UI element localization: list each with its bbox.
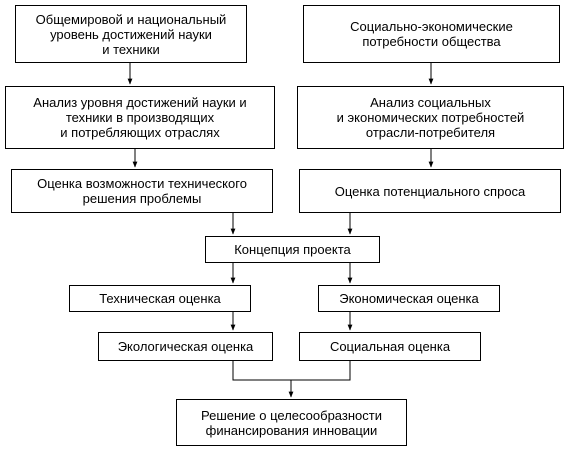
box-world-level-line-1: Общемировой и национальный [35,11,227,27]
box-tech-possibility-line-2: решения проблемы [82,191,202,206]
box-economic-line-1: Экономическая оценка [339,291,479,306]
box-social-needs-line-1: Социально-экономические [350,19,513,34]
box-world-level: Общемировой и национальный уровень дости… [15,5,247,63]
box-social: Социальная оценка [299,332,481,361]
box-analysis-science-line-3: и потребляющих отраслях [60,125,220,140]
box-tech-possibility-line-1: Оценка возможности технического [37,176,247,191]
box-social-line-1: Социальная оценка [329,339,451,354]
box-analysis-science: Анализ уровня достижений науки и техники… [5,86,275,149]
box-decision: Решение о целесообразности финансировани… [176,399,407,446]
box-decision-line-2: финансирования инновации [205,422,378,438]
box-analysis-social-line-3: отрасли-потребителя [365,125,496,140]
box-social-needs: Социально-экономические потребности обще… [303,5,560,63]
box-demand-line-1: Оценка потенциального спроса [334,183,526,199]
box-analysis-social-line-2: и экономических потребностей [336,110,525,125]
box-tech-possibility: Оценка возможности технического решения … [11,169,273,213]
merge-line [232,361,351,381]
box-world-level-line-2: уровень достижений науки [50,26,212,42]
box-analysis-social-line-1: Анализ социальных [370,95,491,110]
box-ecological-line-1: Экологическая оценка [117,339,254,354]
box-concept-line-1: Концепция проекта [234,242,351,257]
box-technical: Техническая оценка [69,285,251,312]
box-demand: Оценка потенциального спроса [299,169,561,213]
box-analysis-science-line-1: Анализ уровня достижений науки и [33,95,247,110]
box-world-level-line-3: и техники [102,41,160,57]
box-technical-line-1: Техническая оценка [99,291,221,306]
box-economic: Экономическая оценка [318,285,500,312]
box-decision-line-1: Решение о целесообразности [201,407,382,423]
box-ecological: Экологическая оценка [98,332,273,361]
box-social-needs-line-2: потребности общества [362,34,501,49]
box-analysis-social: Анализ социальных и экономических потреб… [297,86,564,149]
box-analysis-science-line-2: техники в производящих [65,110,215,125]
box-concept: Концепция проекта [205,236,380,263]
